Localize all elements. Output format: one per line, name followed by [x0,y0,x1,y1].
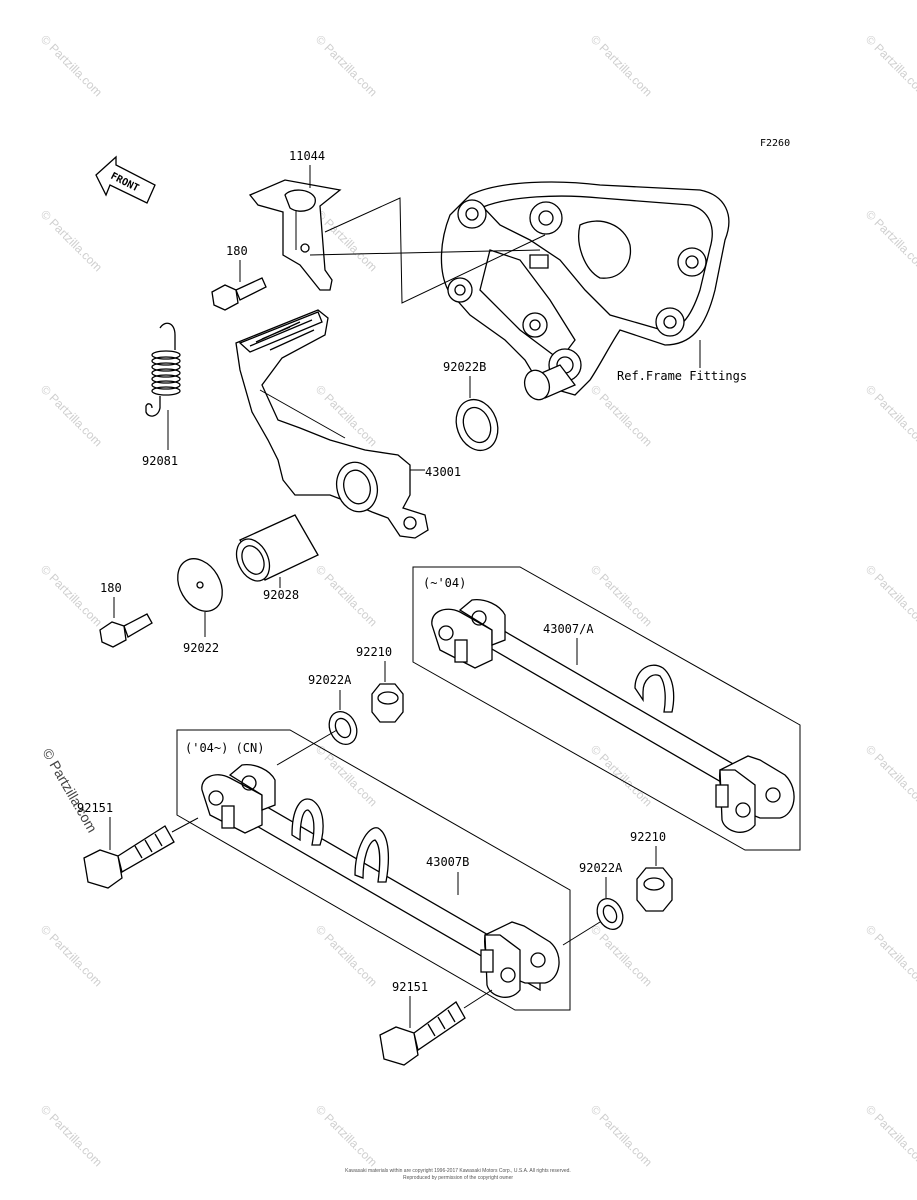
part-92022-washer [177,558,223,612]
part-92022a-washer-lower [596,897,624,931]
figure-code: F2260 [760,138,790,149]
callout-92022b: 92022B [443,360,486,374]
watermark: © Partzilla.com [38,922,105,989]
part-92022a-washer-upper [328,710,358,746]
watermark: © Partzilla.com [863,382,917,449]
part-43007b-rod [201,764,560,998]
watermark: © Partzilla.com [863,922,917,989]
watermark: © Partzilla.com [38,562,105,629]
variant-box-upper [412,566,801,851]
part-92151-bolt-bottom [379,1001,466,1066]
part-43007a-rod [431,599,795,833]
callout-92081: 92081 [142,454,178,468]
watermark: © Partzilla.com [313,1102,380,1169]
callout-11044: 11044 [289,149,325,163]
part-180-bolt-lower [99,613,153,648]
watermark: © Partzilla.com [588,382,655,449]
part-92210-nut-lower [636,867,673,912]
watermark: © Partzilla.com [313,32,380,99]
callout-180-top: 180 [226,244,248,258]
watermark: © Partzilla.com [313,562,380,629]
callout-43001: 43001 [425,465,461,479]
part-92028-collar [235,514,319,582]
watermark: © Partzilla.com [588,742,655,809]
watermark: © Partzilla.com [38,1102,105,1169]
watermark: © Partzilla.com [588,1102,655,1169]
callout-92151-bottom: 92151 [392,980,428,994]
variant-box-lower [176,729,571,1011]
callout-92210-lower: 92210 [630,830,666,844]
watermark: © Partzilla.com [313,922,380,989]
part-92151-bolt-left [83,825,175,889]
watermark: © Partzilla.com [588,922,655,989]
watermark: © Partzilla.com [863,1102,917,1169]
watermark: © Partzilla.com [38,382,105,449]
variant-label-upper: (~'04) [423,576,466,590]
front-arrow-icon: FRONT [95,155,156,204]
watermark: © Partzilla.com [863,32,917,99]
watermark: © Partzilla.com [38,207,105,274]
callout-43007a: 43007/A [543,622,594,636]
frame-fitting-bracket [440,181,730,401]
part-11044-plate [248,179,342,291]
callout-92022a-lower: 92022A [579,861,623,875]
watermark: © Partzilla.com [863,742,917,809]
watermark: © Partzilla.com [588,32,655,99]
callout-180-lower: 180 [100,581,122,595]
callout-92028: 92028 [263,588,299,602]
callout-92210-upper: 92210 [356,645,392,659]
watermark: © Partzilla.com [863,207,917,274]
footer-permission: Reproduced by permission of the copyrigh… [403,1175,513,1181]
callout-92022a-upper: 92022A [308,673,352,687]
watermark: © Partzilla.com [863,562,917,629]
watermark-large: © Partzilla.com [39,746,100,836]
watermark: © Partzilla.com [588,562,655,629]
part-92081-spring [145,322,181,417]
footer-copyright: Kawasaki materials within are copyright … [345,1168,571,1174]
variant-label-lower: ('04~) (CN) [185,741,264,755]
callout-92022: 92022 [183,641,219,655]
part-92210-nut-upper [371,683,404,723]
callout-43007b: 43007B [426,855,469,869]
ref-frame-fittings-label: Ref.Frame Fittings [617,369,747,383]
part-43001-brake-pedal [235,309,429,539]
part-180-bolt-top [211,277,267,311]
watermark: © Partzilla.com [38,32,105,99]
part-92022b-washer [455,398,499,452]
callout-92151-left: 92151 [77,801,113,815]
